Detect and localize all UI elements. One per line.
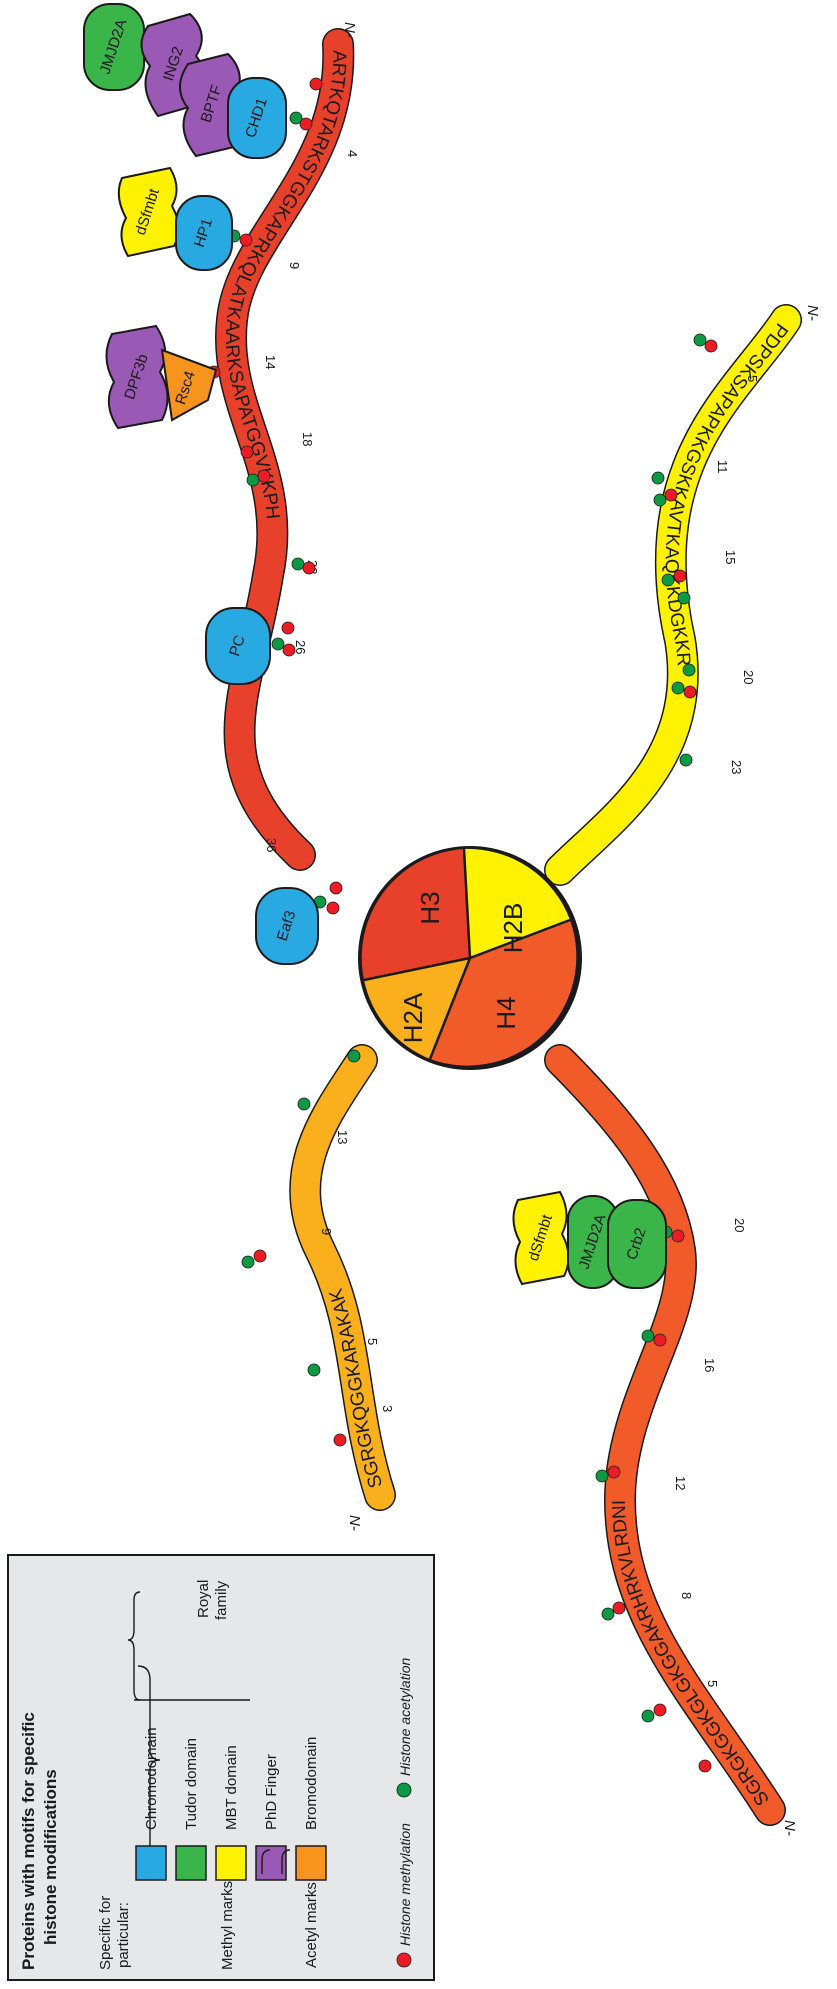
h2a-residue-number: 9 <box>319 1228 334 1235</box>
legend-acetylation-dot <box>397 1783 411 1797</box>
acetylation-mark <box>652 472 664 484</box>
acetylation-mark <box>680 754 692 766</box>
h2b-residue-number: 15 <box>723 550 738 564</box>
legend-royal-family-2: family <box>213 1580 230 1620</box>
methylation-mark <box>705 340 717 352</box>
methylation-mark <box>330 882 342 894</box>
methylation-mark <box>665 489 677 501</box>
acetylation-mark <box>694 334 706 346</box>
acetylation-mark <box>348 1050 360 1062</box>
h2b-label: H2B <box>498 903 528 954</box>
acetylation-mark <box>602 1608 614 1620</box>
methylation-mark <box>684 686 696 698</box>
methylation-mark <box>327 902 339 914</box>
h2a-residue-number: 3 <box>380 1405 395 1412</box>
legend-methylation-label: Histone methylation <box>397 1823 413 1946</box>
legend-title-line1: Proteins with motifs for specific <box>19 1712 38 1970</box>
h3-residue-number: 18 <box>300 432 315 446</box>
methylation-mark <box>654 1704 666 1716</box>
h3-residue-number: 14 <box>263 355 278 369</box>
h3-residue-number: 9 <box>287 262 302 269</box>
legend-title-line2: histone modifications <box>41 1769 60 1945</box>
chromodomain-swatch <box>136 1846 166 1880</box>
legend-item-tudor: Tudor domain <box>183 1738 200 1830</box>
methylation-mark <box>282 622 294 634</box>
h4-residue-number: 20 <box>732 1218 747 1232</box>
legend-item-phd: PhD Finger <box>263 1754 280 1830</box>
h2a-label: H2A <box>398 992 428 1043</box>
methylation-mark <box>674 570 686 582</box>
legend-specific-for-2: particular: <box>115 1902 132 1968</box>
h2b-sequence: PDPSKSAPAPKKGSKKAVTKAQKKDGKKR <box>661 319 792 667</box>
acetylation-mark <box>242 1256 254 1268</box>
acetylation-mark <box>642 1330 654 1342</box>
legend-item-mbt: MBT domain <box>223 1745 240 1830</box>
acetylation-mark <box>678 592 690 604</box>
h2a-n-terminus: N- <box>346 1515 363 1531</box>
methylation-mark <box>241 446 253 458</box>
methylation-mark <box>254 1250 266 1262</box>
acetylation-mark <box>292 558 304 570</box>
h4-residue-number: 12 <box>673 1476 688 1490</box>
h4-residue-number: 5 <box>705 1680 720 1687</box>
legend-royal-family-1: Royal <box>195 1580 212 1618</box>
mbt-swatch <box>216 1846 246 1880</box>
acetylation-mark <box>662 574 674 586</box>
h4-residue-number: 16 <box>702 1358 717 1372</box>
methylation-mark <box>303 562 315 574</box>
legend-box: Proteins with motifs for specific histon… <box>8 1555 434 1980</box>
acetylation-mark <box>298 1098 310 1110</box>
h4-tail <box>560 1060 770 1810</box>
nucleosome-core: H3 H2B H2A H4 <box>358 846 582 1070</box>
h3-label: H3 <box>415 891 445 924</box>
legend-acetyl-marks: Acetyl marks <box>303 1882 320 1968</box>
acetylation-mark <box>672 682 684 694</box>
legend-swatches <box>136 1846 326 1880</box>
methylation-mark <box>310 78 322 90</box>
methylation-mark <box>283 644 295 656</box>
acetylation-mark <box>683 664 695 676</box>
legend-methylation-dot <box>397 1953 411 1967</box>
h4-n-terminus: N- <box>781 1820 798 1836</box>
h2a-residue-number: 13 <box>335 1130 350 1144</box>
acetylation-mark <box>308 1364 320 1376</box>
methylation-mark <box>672 1230 684 1242</box>
h2b-n-terminus: N- <box>804 305 821 321</box>
acetylation-mark <box>654 494 666 506</box>
h4-sequence: SGRGKGGKGLGKGGAKRHRKVLRDNI <box>609 1500 774 1809</box>
methylation-mark <box>258 470 270 482</box>
h2b-residue-number: 5 <box>745 375 760 382</box>
h3-residue-number: 26 <box>293 640 308 654</box>
methylation-mark <box>699 1760 711 1772</box>
h2b-residue-number: 23 <box>729 760 744 774</box>
tudor-swatch <box>176 1846 206 1880</box>
bromodomain-swatch <box>296 1846 326 1880</box>
h4-label: H4 <box>491 996 521 1029</box>
h2b-residue-number: 20 <box>741 670 756 684</box>
methylation-mark <box>608 1466 620 1478</box>
legend-specific-for-1: Specific for <box>97 1896 114 1970</box>
legend-acetylation-label: Histone acetylation <box>397 1657 413 1776</box>
h2b-residue-number: 11 <box>715 460 730 474</box>
acetylation-mark <box>642 1710 654 1722</box>
h4-residue-number: 8 <box>679 1592 694 1599</box>
legend-item-bromodomain: Bromodomain <box>303 1737 320 1830</box>
methylation-mark <box>334 1434 346 1446</box>
legend-methyl-marks: Methyl marks <box>219 1881 236 1970</box>
methylation-mark <box>613 1602 625 1614</box>
acetylation-mark <box>596 1470 608 1482</box>
methylation-mark <box>654 1334 666 1346</box>
h3-residue-number: 4 <box>345 150 360 157</box>
acetylation-mark <box>247 474 259 486</box>
legend-item-chromodomain: Chromodomain <box>143 1727 160 1830</box>
methylation-mark <box>240 234 252 246</box>
methylation-mark <box>300 118 312 130</box>
h3-residue-number: 36 <box>264 838 279 852</box>
h2a-residue-number: 5 <box>365 1338 380 1345</box>
h3-n-terminus: N- <box>341 22 358 38</box>
acetylation-mark <box>272 638 284 650</box>
